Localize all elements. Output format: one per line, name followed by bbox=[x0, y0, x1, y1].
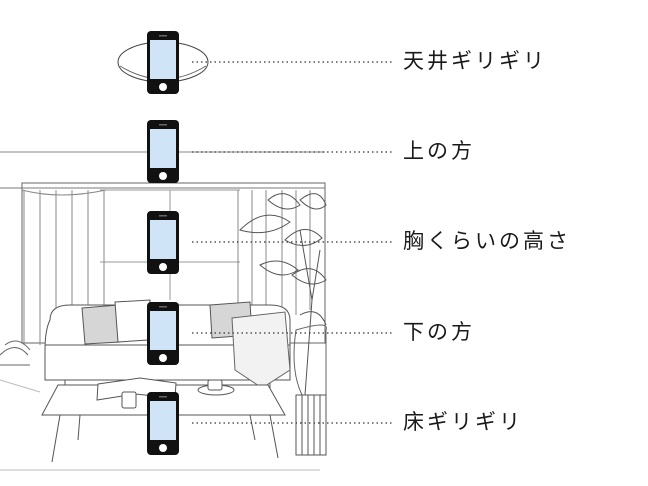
floor-rug bbox=[0, 379, 320, 471]
houseplant bbox=[239, 193, 327, 396]
smartphone-upper bbox=[147, 120, 179, 183]
smartphone-chest bbox=[147, 211, 179, 274]
label-ceiling: 天井ギリギリ bbox=[403, 49, 547, 73]
left-curtain bbox=[21, 189, 107, 345]
small-plant bbox=[0, 340, 31, 366]
mug bbox=[121, 391, 137, 409]
cushion-center bbox=[114, 299, 151, 343]
smartphone-ceiling bbox=[147, 31, 179, 94]
label-upper: 上の方 bbox=[403, 139, 475, 163]
plant-pot bbox=[293, 324, 327, 396]
leader-lines bbox=[192, 61, 392, 424]
smartphone-floor bbox=[147, 392, 179, 455]
teacup bbox=[207, 379, 223, 391]
label-lower: 下の方 bbox=[403, 320, 475, 344]
wire-basket bbox=[295, 394, 327, 456]
label-chest: 胸くらいの高さ bbox=[403, 229, 571, 253]
cushion-left bbox=[81, 304, 121, 345]
smartphone-lower bbox=[147, 302, 179, 365]
throw-blanket bbox=[231, 311, 291, 389]
right-curtain bbox=[237, 190, 311, 320]
label-floor: 床ギリギリ bbox=[403, 410, 523, 434]
